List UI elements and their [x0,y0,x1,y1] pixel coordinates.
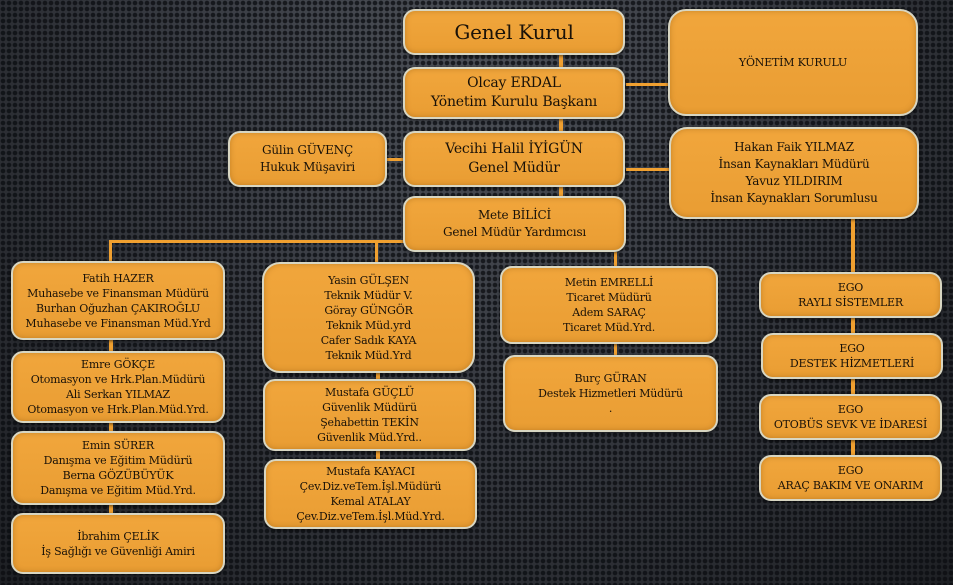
node-person: Hakan Faik YILMAZ [734,140,854,154]
node-title: Genel Müdür Yardımcısı [442,225,587,239]
node-title: Teknik Müd.Yrd [325,348,412,362]
node-title: Teknik Müdür V. [324,288,413,302]
node-person: Fatih HAZER [82,271,154,285]
node-title: Çev.Diz.veTem.İşl.Müd.Yrd. [296,510,445,523]
node-title: İnsan Kaynakları Müdürü [718,157,870,171]
node-cevre-duzenleme[interactable]: Mustafa KAYACI Çev.Diz.veTem.İşl.Müdürü … [264,459,477,529]
node-person: Burç GÜRAN [574,372,647,385]
node-ego-otobus-sevk[interactable]: EGO OTOBÜS SEVK VE İDARESİ [759,394,942,440]
connector-gmy-to-ticaret [614,252,617,268]
node-label: YÖNETİM KURULU [738,56,848,69]
node-ego-rayli-sistemler[interactable]: EGO RAYLI SİSTEMLER [759,272,942,318]
node-org: EGO [839,342,865,355]
node-title: Muhasebe ve Finansman Müd.Yrd [25,316,211,330]
node-genel-kurul[interactable]: Genel Kurul [403,9,625,55]
connector-baskan-to-genel-mudur [559,118,563,132]
connector-baskan-to-yonetim-kurulu [626,83,670,86]
connector-genel-kurul-to-baskan [559,54,563,68]
connector-bus-to-teknik [375,240,378,262]
connector-left-column [109,340,113,515]
connector-bus-to-muhasebe [109,240,112,262]
node-ego-destek-hizmetleri[interactable]: EGO DESTEK HİZMETLERİ [761,333,943,379]
node-title: Teknik Müd.yrd [325,318,412,332]
node-ticaret[interactable]: Metin EMRELLİ Ticaret Müdürü Adem SARAÇ … [500,266,718,344]
node-person: Gülin GÜVENÇ [262,143,353,157]
node-title: İş Sağlığı ve Güvenliği Amiri [41,544,195,558]
node-person: Vecihi Halil İYİGÜN [445,141,583,157]
node-unit: ARAÇ BAKIM VE ONARIM [777,479,924,492]
connector-hukuk-to-genel-mudur [386,158,404,161]
node-muhasebe-finansman[interactable]: Fatih HAZER Muhasebe ve Finansman Müdürü… [11,261,225,340]
node-insan-kaynaklari[interactable]: Hakan Faik YILMAZ İnsan Kaynakları Müdür… [669,127,919,219]
node-person: Cafer Sadık KAYA [320,333,417,347]
node-teknik[interactable]: Yasin GÜLŞEN Teknik Müdür V. Göray GÜNGÖ… [262,262,475,373]
node-person: İbrahim ÇELİK [77,529,159,543]
node-unit: OTOBÜS SEVK VE İDARESİ [773,418,928,431]
node-is-sagligi[interactable]: İbrahim ÇELİK İş Sağlığı ve Güvenliği Am… [11,513,225,574]
node-org: EGO [837,281,864,294]
node-title: Danışma ve Eğitim Müdürü [43,454,193,467]
node-title: Destek Hizmetleri Müdürü [538,387,683,400]
node-unit: RAYLI SİSTEMLER [798,296,903,309]
connector-ticaret-to-destek [614,343,617,357]
connector-genel-mudur-to-gmy [559,186,563,198]
node-title: Genel Müdür [468,160,560,176]
node-label: Genel Kurul [454,20,574,44]
node-person: Emre GÖKÇE [81,358,155,371]
node-title: Ticaret Müd.Yrd. [562,321,655,334]
node-person: Emin SÜRER [82,439,154,452]
node-ego-arac-bakim[interactable]: EGO ARAÇ BAKIM VE ONARIM [759,455,942,501]
node-otomasyon[interactable]: Emre GÖKÇE Otomasyon ve Hrk.Plan.Müdürü … [11,351,225,423]
node-person: Burhan Oğuzhan ÇAKIROĞLU [36,301,200,315]
node-note: . [608,402,613,415]
node-unit: DESTEK HİZMETLERİ [789,357,915,370]
node-genel-mudur[interactable]: Vecihi Halil İYİGÜN Genel Müdür [403,131,625,187]
connector-genel-mudur-to-ik [626,168,670,171]
node-yonetim-kurulu-baskani[interactable]: Olcay ERDAL Yönetim Kurulu Başkanı [403,67,625,119]
connector-gmy-bus [109,240,404,243]
node-yonetim-kurulu[interactable]: YÖNETİM KURULU [668,9,918,116]
node-person: Mustafa GÜÇLÜ [325,386,414,399]
node-title: Otomasyon ve Hrk.Plan.Müd.Yrd. [27,403,209,416]
node-org: EGO [837,403,864,416]
node-person: Şehabettin TEKİN [320,416,419,429]
node-org: EGO [837,464,864,477]
node-title: Danışma ve Eğitim Müd.Yrd. [40,484,196,497]
node-title: Muhasebe ve Finansman Müdürü [27,286,209,300]
node-title: Güvenlik Müd.Yrd.. [317,431,422,444]
node-title: İnsan Kaynakları Sorumlusu [710,191,878,205]
node-destek-hizmetleri-mudurlugu[interactable]: Burç GÜRAN Destek Hizmetleri Müdürü . [503,355,718,432]
node-title: Hukuk Müşaviri [260,160,355,174]
node-person: Adem SARAÇ [572,306,646,319]
node-person: Göray GÜNGÖR [324,303,413,317]
node-person: Yasin GÜLŞEN [328,273,409,287]
node-person: Mete BİLİCİ [477,208,552,222]
node-person: Yavuz YILDIRIM [745,174,843,188]
node-title: Ticaret Müdürü [566,291,652,304]
node-hukuk-musaviri[interactable]: Gülin GÜVENÇ Hukuk Müşaviri [228,131,387,187]
node-person: Mustafa KAYACI [326,465,415,478]
node-person: Berna GÖZÜBÜYÜK [62,469,174,482]
node-title: Güvenlik Müdürü [322,401,417,414]
node-person: Olcay ERDAL [467,75,561,91]
node-title: Çev.Diz.veTem.İşl.Müdürü [299,480,442,493]
node-person: Ali Serkan YILMAZ [66,388,170,401]
node-title: Yönetim Kurulu Başkanı [430,94,598,110]
node-guvenlik[interactable]: Mustafa GÜÇLÜ Güvenlik Müdürü Şehabettin… [263,379,476,451]
node-person: Metin EMRELLİ [564,276,654,289]
node-title: Otomasyon ve Hrk.Plan.Müdürü [30,373,206,386]
node-danisma-egitim[interactable]: Emin SÜRER Danışma ve Eğitim Müdürü Bern… [11,431,225,505]
node-genel-mudur-yardimcisi[interactable]: Mete BİLİCİ Genel Müdür Yardımcısı [403,196,626,252]
node-person: Kemal ATALAY [330,495,411,508]
